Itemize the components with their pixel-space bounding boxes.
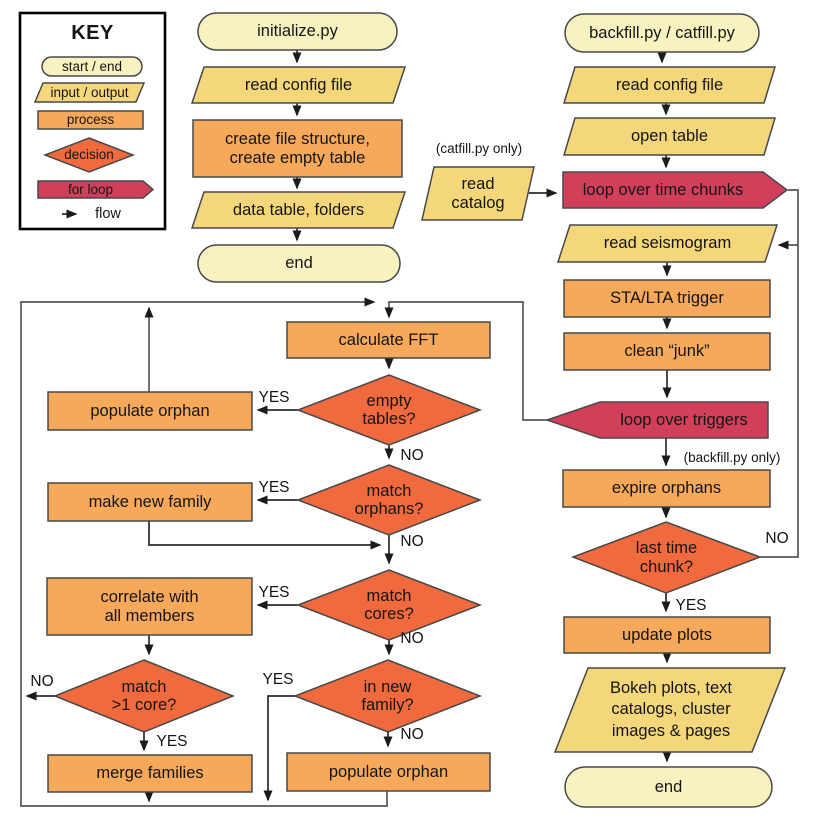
- key-process-shape: [37, 110, 144, 130]
- bf-read-seismogram-shape: [556, 224, 779, 263]
- bf-open-table-shape: [562, 117, 777, 156]
- bf-update-plots-shape: [563, 616, 771, 654]
- init-end-shape: [197, 244, 401, 283]
- tl-match-cores-shape: [295, 569, 483, 641]
- key-terminator-shape: [41, 56, 143, 77]
- bf-read-config-shape: [562, 66, 777, 104]
- tl-populate-b-shape: [286, 752, 491, 792]
- loop-triggers-feed-rail: [384, 301, 547, 421]
- key-forloop-shape: [37, 180, 155, 199]
- init-output-shape: [190, 191, 407, 229]
- bf-end-shape: [564, 766, 773, 808]
- bf-loop-triggers-shape: [544, 401, 769, 439]
- tl-empty-tables-shape: [295, 374, 483, 446]
- tl-make-family-shape: [47, 482, 253, 522]
- tl-populate-a-shape: [47, 391, 253, 431]
- bf-loop-chunks-shape: [562, 171, 789, 209]
- bf-title-shape: [564, 13, 760, 53]
- flow-newfam-yes: [263, 695, 295, 802]
- tl-in-new-family-shape: [292, 659, 483, 733]
- bf-clean-junk-shape: [563, 332, 771, 371]
- init-title-shape: [197, 12, 398, 51]
- bf-expire-shape: [562, 469, 771, 508]
- tl-correlate-shape: [46, 577, 253, 636]
- key-io-shape: [33, 82, 146, 103]
- bf-read-catalog-shape: [421, 166, 535, 221]
- key-decision-shape: [42, 137, 136, 173]
- init-read-config-shape: [190, 66, 407, 104]
- bf-last-chunk-shape: [570, 521, 763, 594]
- tl-match-orphans-shape: [295, 464, 483, 536]
- init-create-shape: [192, 119, 403, 178]
- tl-merge-shape: [47, 754, 253, 793]
- flow-makefam-join: [148, 521, 382, 550]
- trigger-loopback-rail: [20, 297, 388, 807]
- bf-stalta-shape: [563, 279, 771, 318]
- bf-output-shape: [553, 667, 787, 753]
- tl-calc-fft-shape: [286, 321, 491, 359]
- last-chunk-no-rail: [760, 189, 799, 558]
- tl-match-gt1-shape: [52, 659, 236, 733]
